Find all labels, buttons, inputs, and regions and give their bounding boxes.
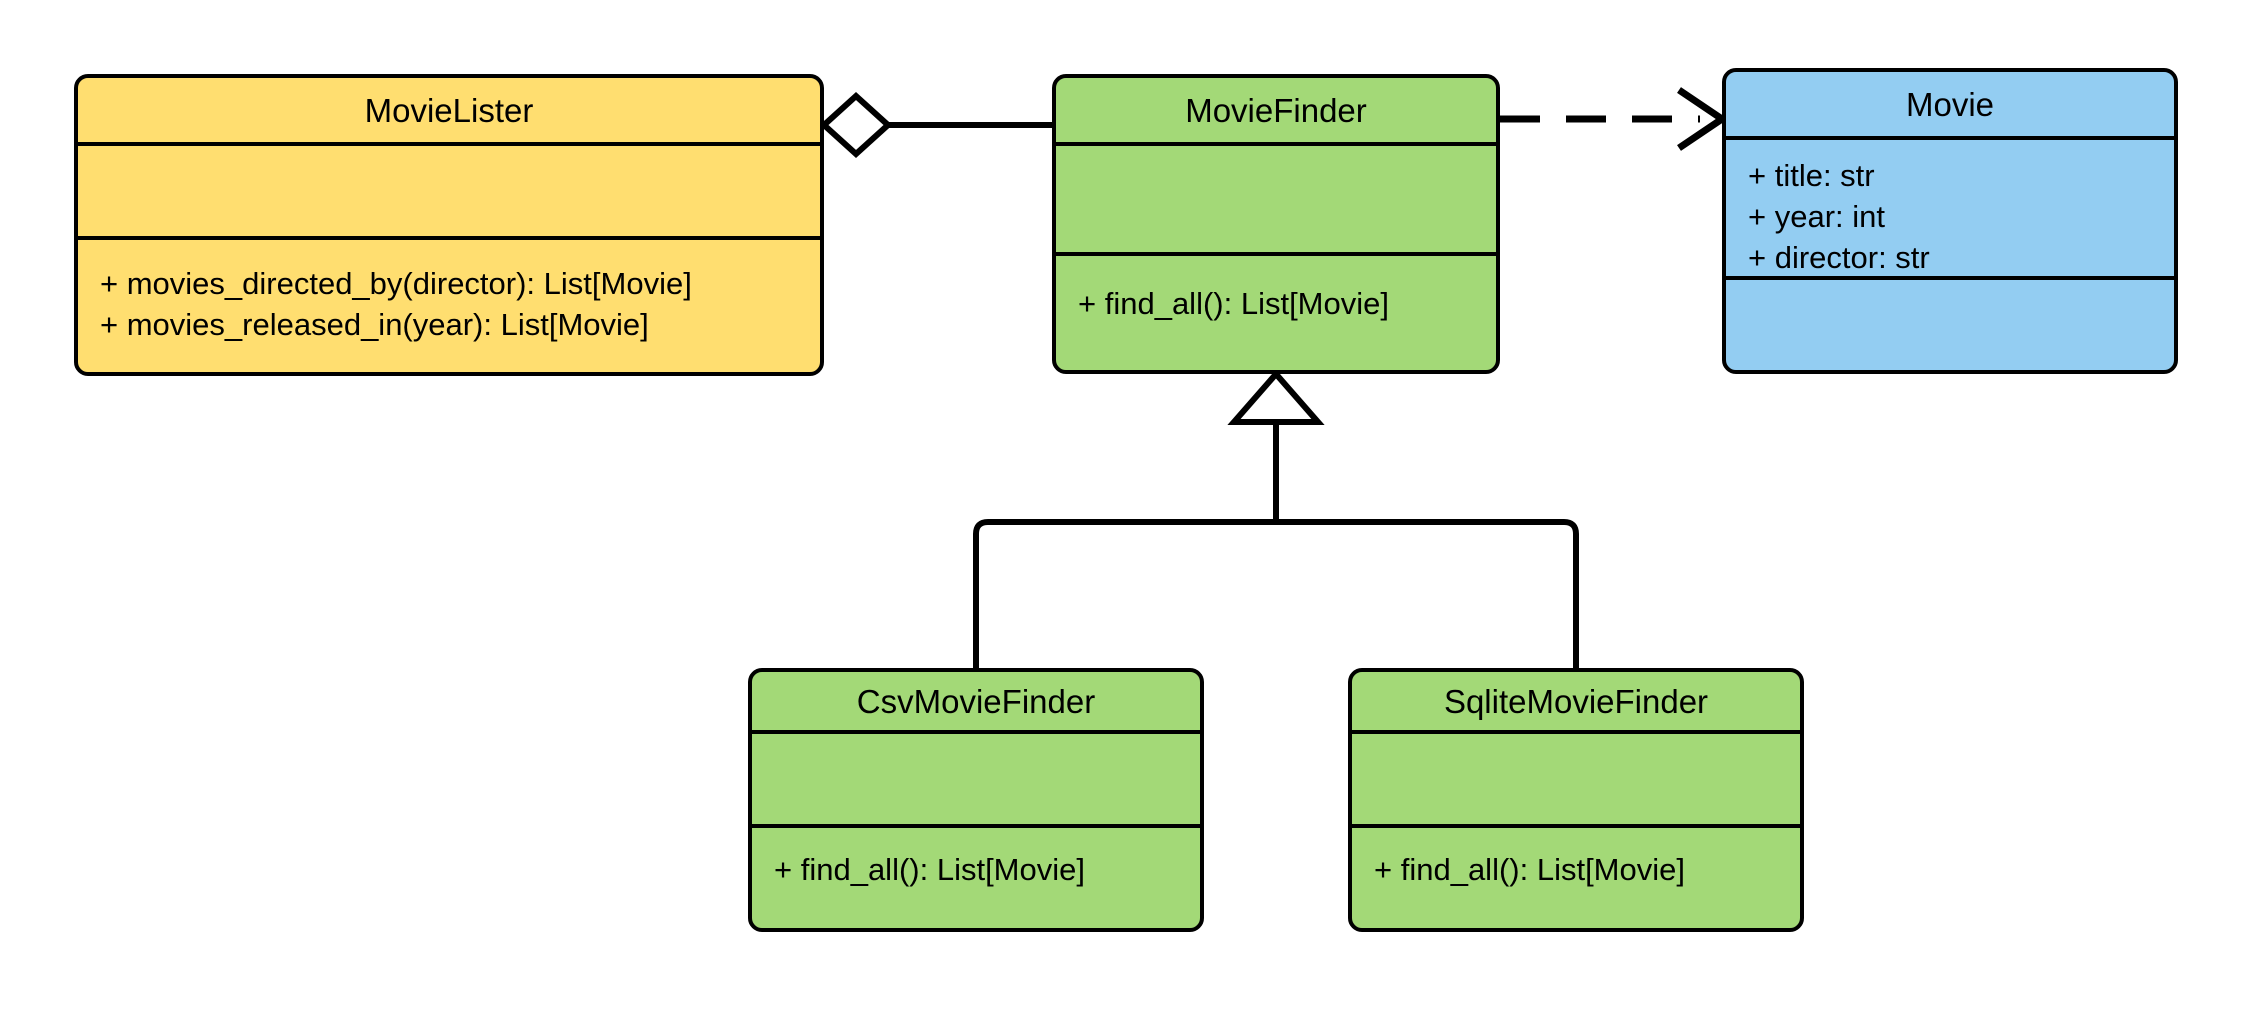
attribute-item: + director: str: [1748, 239, 1930, 275]
attribute-item: + title: str: [1748, 158, 1875, 193]
attribute-item: + year: int: [1748, 198, 1885, 234]
hollow-diamond-icon: [819, 91, 893, 159]
hollow-triangle-icon: [1227, 369, 1325, 425]
open-arrow-icon: [1677, 87, 1729, 151]
operation-item: + movies_released_in(year): List[Movie]: [100, 306, 649, 342]
class-attributes-sqlitemoviefinder: [1352, 734, 1800, 828]
uml-class-movie[interactable]: Movie + title: str + year: int + directo…: [1722, 68, 2178, 374]
operation-item: + find_all(): List[Movie]: [1374, 852, 1685, 887]
uml-class-moviefinder[interactable]: MovieFinder + find_all(): List[Movie]: [1052, 74, 1500, 374]
uml-class-movielister[interactable]: MovieLister + movies_directed_by(directo…: [74, 74, 824, 376]
class-name-moviefinder: MovieFinder: [1056, 78, 1496, 146]
operation-item: + find_all(): List[Movie]: [774, 852, 1085, 887]
class-operations-moviefinder: + find_all(): List[Movie]: [1056, 256, 1496, 370]
class-operations-movielister: + movies_directed_by(director): List[Mov…: [78, 240, 820, 372]
class-operations-sqlitemoviefinder: + find_all(): List[Movie]: [1352, 828, 1800, 928]
class-name-movie: Movie: [1726, 72, 2174, 140]
class-attributes-movie: + title: str + year: int + director: str: [1726, 140, 2174, 280]
class-attributes-moviefinder: [1056, 146, 1496, 256]
edge-aggregation-lister-finder: [819, 91, 1052, 159]
generalization-branch-csv: [973, 519, 1276, 668]
edge-generalization-tree: [973, 369, 1579, 668]
class-name-movielister: MovieLister: [78, 78, 820, 146]
class-attributes-movielister: [78, 146, 820, 240]
class-name-sqlitemoviefinder: SqliteMovieFinder: [1352, 672, 1800, 734]
uml-class-csvmoviefinder[interactable]: CsvMovieFinder + find_all(): List[Movie]: [748, 668, 1204, 932]
class-attributes-csvmoviefinder: [752, 734, 1200, 828]
class-operations-movie: [1726, 280, 2174, 370]
generalization-branch-sqlite: [1276, 519, 1579, 668]
uml-class-sqlitemoviefinder[interactable]: SqliteMovieFinder + find_all(): List[Mov…: [1348, 668, 1804, 932]
operation-item: + movies_directed_by(director): List[Mov…: [100, 266, 692, 301]
edge-dependency-finder-movie: [1500, 87, 1729, 151]
class-name-csvmoviefinder: CsvMovieFinder: [752, 672, 1200, 734]
operation-item: + find_all(): List[Movie]: [1078, 286, 1389, 321]
class-operations-csvmoviefinder: + find_all(): List[Movie]: [752, 828, 1200, 928]
